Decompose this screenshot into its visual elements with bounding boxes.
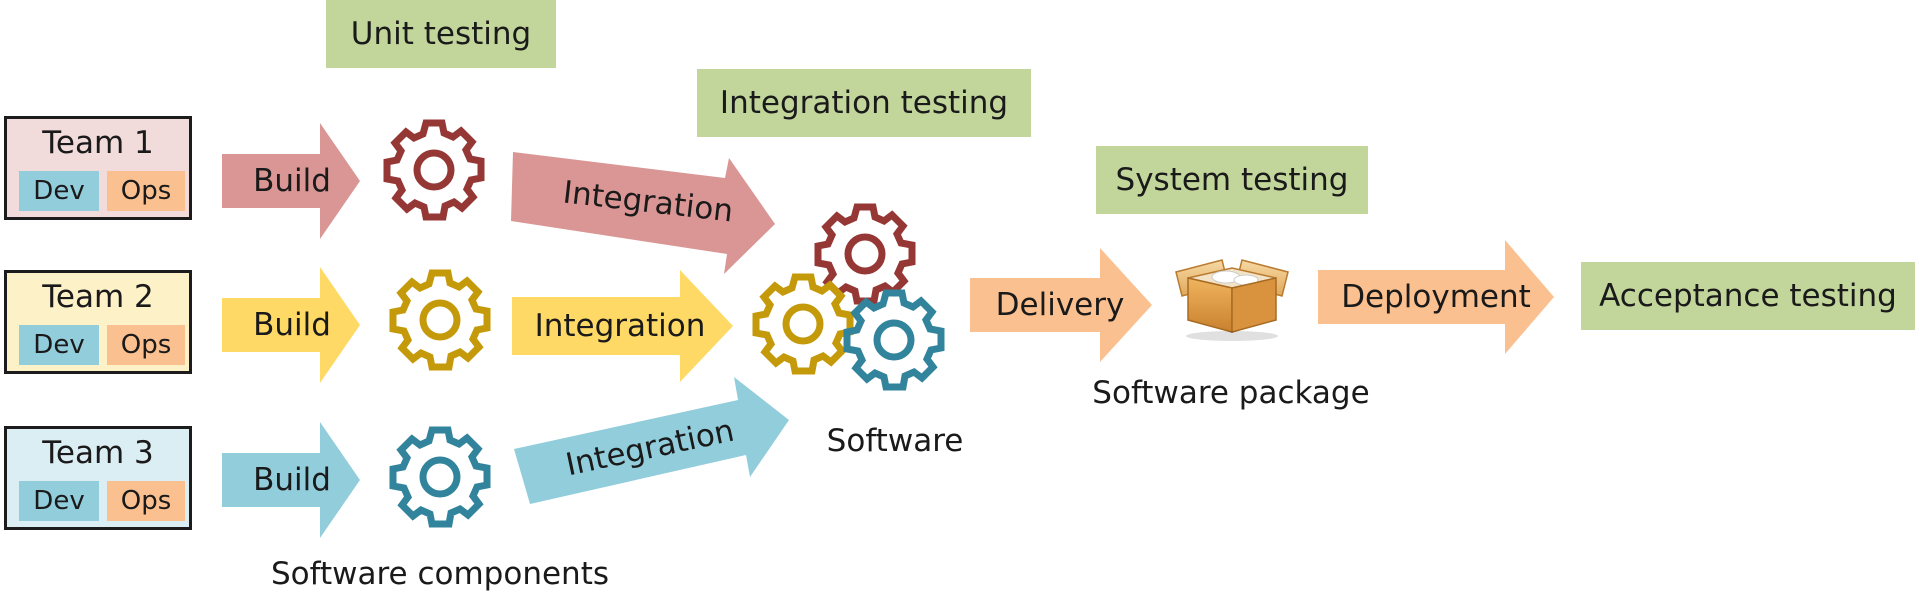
dev-chip: Dev	[19, 325, 99, 365]
build-label: Build	[253, 163, 331, 199]
unit-testing-box: Unit testing	[326, 0, 556, 68]
software-caption: Software	[826, 423, 964, 459]
integration-arrow-team1	[511, 152, 775, 274]
software-components-caption: Software components	[270, 556, 610, 592]
team-title: Team 1	[42, 125, 154, 161]
system-testing-box: System testing	[1096, 146, 1368, 214]
package-box-icon	[1175, 259, 1289, 341]
delivery-label: Delivery	[995, 287, 1125, 323]
build-label: Build	[253, 307, 331, 343]
team-box-1: Team 1 Dev Ops	[4, 116, 192, 220]
team-box-2: Team 2 Dev Ops	[4, 270, 192, 374]
build-label: Build	[253, 462, 331, 498]
build-arrow-team2	[222, 267, 360, 383]
team-box-3: Team 3 Dev Ops	[4, 426, 192, 530]
gear-icon	[393, 430, 487, 524]
gear-icon	[756, 277, 850, 371]
integration-testing-box: Integration testing	[697, 69, 1031, 137]
integration-arrow-team2	[512, 270, 733, 382]
team-title: Team 3	[42, 435, 154, 471]
acceptance-testing-box: Acceptance testing	[1581, 262, 1915, 330]
software-package-caption: Software package	[1092, 375, 1370, 411]
team-title: Team 2	[42, 279, 154, 315]
gear-icon	[393, 273, 487, 367]
ops-chip: Ops	[107, 325, 185, 365]
integration-label: Integration	[534, 308, 706, 344]
gear-icon	[387, 123, 481, 217]
dev-chip: Dev	[19, 171, 99, 211]
ops-chip: Ops	[107, 481, 185, 521]
build-arrow-team3	[222, 422, 360, 538]
deployment-label: Deployment	[1341, 279, 1531, 315]
deployment-arrow	[1318, 240, 1554, 354]
delivery-arrow	[970, 248, 1152, 362]
dev-chip: Dev	[19, 481, 99, 521]
gear-icon	[847, 293, 941, 387]
build-arrow-team1	[222, 123, 360, 239]
ops-chip: Ops	[107, 171, 185, 211]
integration-arrow-team3	[514, 377, 789, 504]
